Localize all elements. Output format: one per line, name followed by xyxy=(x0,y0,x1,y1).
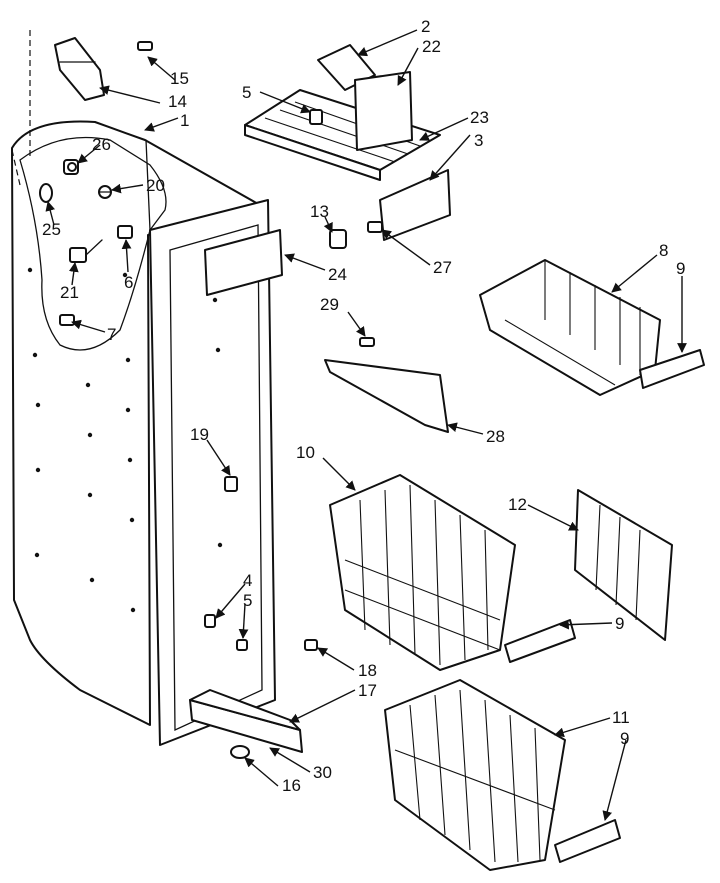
callout-18: 18 xyxy=(358,661,377,680)
switch-6 xyxy=(117,225,133,239)
callout-5b: 5 xyxy=(243,591,252,610)
rail-28 xyxy=(324,359,449,433)
callout-2: 2 xyxy=(421,17,430,36)
screw-29 xyxy=(359,337,375,347)
basket-front-9b xyxy=(504,619,576,663)
screw-18 xyxy=(304,639,318,651)
callout-4: 4 xyxy=(243,571,252,590)
clip-13 xyxy=(329,229,347,249)
callout-5a: 5 xyxy=(242,83,251,102)
callout-30: 30 xyxy=(313,763,332,782)
callout-3: 3 xyxy=(474,131,483,150)
callout-7: 7 xyxy=(107,325,116,344)
callout-6: 6 xyxy=(124,273,133,292)
callout-14: 14 xyxy=(168,92,187,111)
liner-holes xyxy=(27,267,223,613)
clip-4-5 xyxy=(204,614,248,651)
kick-plate-17 xyxy=(189,689,303,753)
callout-19: 19 xyxy=(190,425,209,444)
divider-12 xyxy=(574,489,673,641)
screw-27 xyxy=(367,221,383,233)
callout-28: 28 xyxy=(486,427,505,446)
lower-basket xyxy=(384,679,566,871)
hinge-bracket xyxy=(54,37,105,101)
callout-21: 21 xyxy=(60,283,79,302)
clip-7 xyxy=(59,314,75,326)
callout-9b: 9 xyxy=(615,614,624,633)
leader-lines xyxy=(45,29,687,821)
callout-12: 12 xyxy=(508,495,527,514)
callout-8: 8 xyxy=(659,241,668,260)
switch-21 xyxy=(69,239,103,263)
callout-20: 20 xyxy=(146,176,165,195)
shelf-assembly xyxy=(244,44,441,181)
callout-11: 11 xyxy=(612,708,630,727)
basket-front-9c xyxy=(554,819,621,863)
callout-labels: 2 22 23 3 5 15 14 1 26 20 25 21 6 7 13 2… xyxy=(42,17,685,795)
trim-panel-24 xyxy=(204,229,283,296)
callout-9a: 9 xyxy=(676,259,685,278)
callout-26: 26 xyxy=(92,135,111,154)
callout-23: 23 xyxy=(470,108,489,127)
callout-29: 29 xyxy=(320,295,339,314)
shelf-front-panel xyxy=(379,169,451,241)
callout-22: 22 xyxy=(422,37,441,56)
callout-25: 25 xyxy=(42,220,61,239)
thermostat-knob xyxy=(98,185,112,199)
hinge-screw xyxy=(137,41,153,51)
fastener-19 xyxy=(224,476,238,492)
basket-front-9a xyxy=(639,349,705,389)
callout-13: 13 xyxy=(310,202,329,221)
callout-10: 10 xyxy=(296,443,315,462)
light-bulb xyxy=(39,183,53,203)
callout-16: 16 xyxy=(282,776,301,795)
callout-15: 15 xyxy=(170,69,189,88)
callout-27: 27 xyxy=(433,258,452,277)
upper-basket xyxy=(479,259,661,396)
foot-16 xyxy=(230,745,250,759)
callout-24: 24 xyxy=(328,265,347,284)
middle-basket xyxy=(329,474,516,671)
callout-1: 1 xyxy=(180,111,189,130)
callout-9c: 9 xyxy=(620,729,629,748)
freezer-liner xyxy=(11,30,276,746)
lamp-socket xyxy=(63,159,79,175)
callout-17: 17 xyxy=(358,681,377,700)
